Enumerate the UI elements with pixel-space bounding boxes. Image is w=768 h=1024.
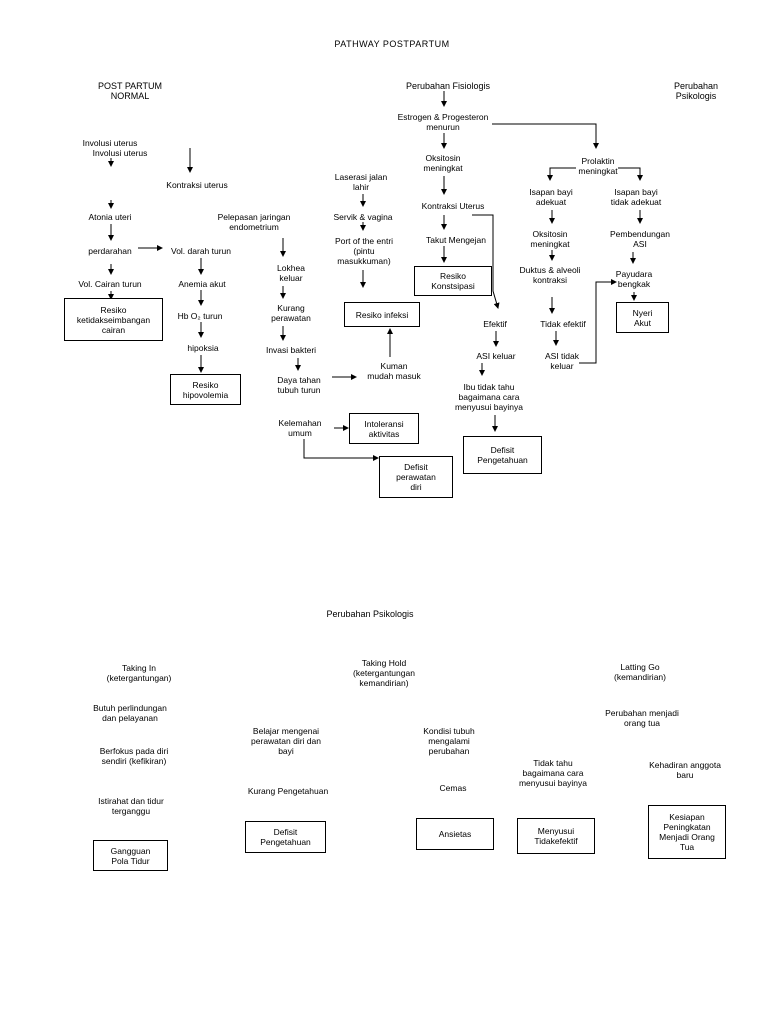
menyusui-tidak-efektif-box: Menyusui Tidakefektif [517,818,595,854]
daya-tahan-tubuh-turun: Daya tahan tubuh turun [277,375,321,395]
connector-arrow [618,167,643,181]
duktus-alveoli-kontraksi: Duktus & alveoli kontraksi [519,265,581,285]
resiko-infeksi-box: Resiko infeksi [344,302,420,327]
letting-go-item-1: Perubahan menjadi orang tua [605,708,679,728]
prolaktin-meningkat: Prolaktin meningkat [578,156,618,176]
taking-in-item-3: Istirahat dan tidur terganggu [98,796,164,816]
involusi-uterus-2: Involusi uterus [92,148,148,158]
ansietas-box: Ansietas [416,818,494,850]
estrogen-progesteron: Estrogen & Progesteron menurun [397,112,489,132]
isapan-bayi-adekuat: Isapan bayi adekuat [529,187,573,207]
pelepasan-jaringan: Pelepasan jaringan endometrium [217,212,291,232]
kesiapan-menjadi-orang-tua-box: Kesiapan Peningkatan Menjadi Orang Tua [648,805,726,859]
ibu-tidak-tahu: Ibu tidak tahu bagaimana cara menyusui b… [454,382,524,412]
laserasi-jalan-lahir: Laserasi jalan lahir [334,172,388,192]
kontraksi-uterus-right: Kontraksi Uterus [421,201,485,211]
taking-hold-mid-item-1: Kondisi tubuh mengalami perubahan [423,726,475,756]
asi-tidak-keluar: ASI tidak keluar [544,351,580,371]
tidak-efektif: Tidak efektif [540,319,586,329]
taking-in-item-1: Butuh perlindungan dan pelayanan [93,703,167,723]
oksitosin-meningkat-1: Oksitosin meningkat [423,153,463,173]
kurang-perawatan: Kurang perawatan [271,303,311,323]
perubahan-psikologis-bottom-heading: Perubahan Psikologis [326,609,414,619]
taking-hold-left-item-1: Belajar mengenai perawatan diri dan bayi [251,726,321,756]
atonia-uteri: Atonia uteri [88,212,132,222]
connector-arrow [492,123,599,149]
defisit-pengetahuan-box-top: Defisit Pengetahuan [463,436,542,474]
taking-hold-mid-item-2: Cemas [439,783,467,793]
taking-in-item-2: Berfokus pada diri sendiri (kefikiran) [99,746,169,766]
asi-keluar: ASI keluar [476,351,516,361]
taking-hold-left-item-2: Kurang Pengetahuan [247,786,329,796]
perubahan-fisiologis-heading: Perubahan Fisiologis [405,81,491,91]
takut-mengejan: Takut Mengejan [425,235,487,245]
invasi-bakteri: Invasi bakteri [265,345,317,355]
kuman-mudah-masuk: Kuman mudah masuk [367,361,421,381]
resiko-ketidakseimbangan-cairan-box: Resiko ketidakseimbangan cairan [64,298,163,341]
taking-hold-right-item-1: Tidak tahu bagaimana cara menyusui bayin… [518,758,588,788]
letting-go-title: Latting Go (kemandirian) [614,662,666,682]
defisit-perawatan-diri-box: Defisit perawatan diri [379,456,453,498]
hipoksia: hipoksia [187,343,219,353]
port-of-the-entri: Port of the entri (pintu masukkuman) [334,236,394,266]
post-partum-normal-heading: POST PARTUM NORMAL [97,81,163,101]
hb-turun: Hb O₂ turun [177,311,223,321]
resiko-konstipasi-box: Resiko Konstsipasi [414,266,492,296]
vol-darah-turun: Vol. darah turun [170,246,232,256]
gangguan-pola-tidur-box: Gangguan Pola Tidur [93,840,168,871]
letting-go-item-2: Kehadiran anggota baru [649,760,721,780]
connector-arrow [472,214,500,309]
kelemahan-umum: Kelemahan umum [278,418,322,438]
payudara-bengkak: Payudara bengkak [615,269,653,289]
servik-vagina: Servik & vagina [333,212,393,222]
resiko-hipovolemia-box: Resiko hipovolemia [170,374,241,405]
pembendungan-asi: Pembendungan ASI [609,229,671,249]
defisit-pengetahuan-box-bottom: Defisit Pengetahuan [245,821,326,853]
involusi-uterus-1: Involusi uterus [82,138,138,148]
efektif: Efektif [483,319,507,329]
page-title: PATHWAY POSTPARTUM [334,39,450,49]
connector-arrow [579,279,617,364]
isapan-bayi-tidak-adekuat: Isapan bayi tidak adekuat [610,187,662,207]
taking-in-title: Taking In (ketergantungan) [106,663,172,683]
perdarahan: perdarahan [88,246,132,256]
oksitosin-meningkat-2: Oksitosin meningkat [530,229,570,249]
taking-hold-title: Taking Hold (ketergantungan kemandirian) [353,658,415,688]
kontraksi-uterus-left: Kontraksi uterus [166,180,228,190]
anemia-akut: Anemia akut [178,279,226,289]
lokhea-keluar: Lokhea keluar [277,263,305,283]
nyeri-akut-box: Nyeri Akut [616,302,669,333]
perubahan-psikologis-heading: Perubahan Psikologis [673,81,719,101]
connector-arrow [303,439,379,461]
connector-arrow [547,167,576,181]
vol-cairan-turun: Vol. Cairan turun [78,279,142,289]
intoleransi-aktivitas-box: Intoleransi aktivitas [349,413,419,444]
